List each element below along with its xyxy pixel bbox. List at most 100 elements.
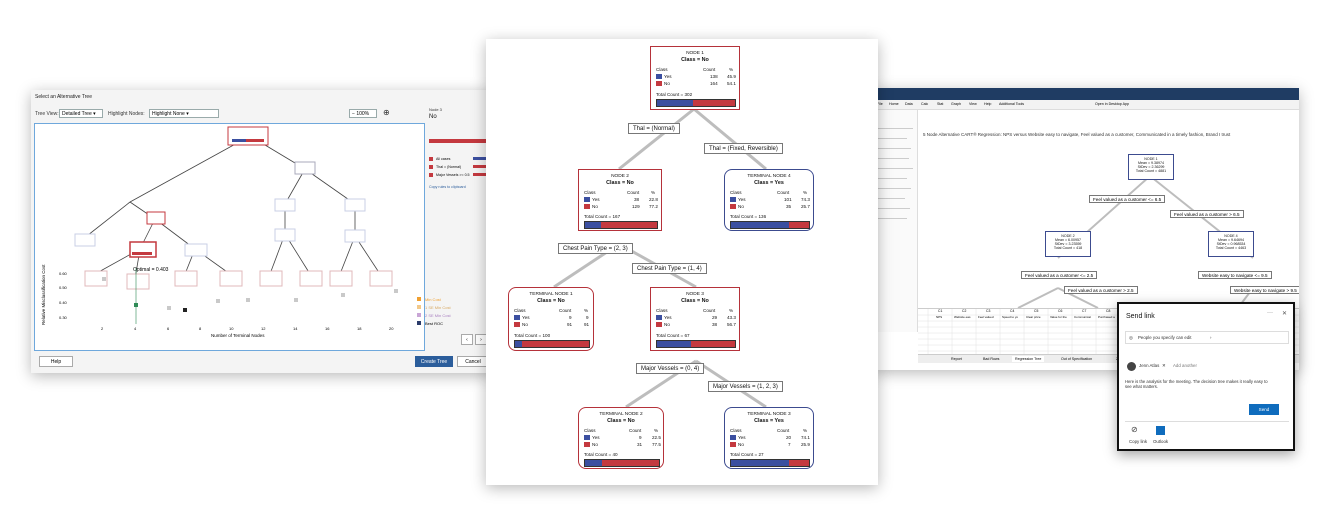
row-yes-count: 29 [712, 315, 718, 320]
remove-recipient-icon[interactable]: ✕ [1162, 363, 1166, 368]
menu-data[interactable]: Data [905, 102, 913, 106]
permission-selector[interactable]: ◎ People you specify can edit › [1125, 331, 1289, 344]
tree-view-select[interactable]: Detailed Tree ▾ [59, 109, 103, 118]
close-icon[interactable]: ✕ [1282, 311, 1288, 317]
col-pct: % [729, 308, 734, 313]
split-major-vessels-04[interactable]: Major Vessels = (0, 4) [636, 363, 705, 374]
row-no-label: No [522, 322, 528, 327]
node-id: NODE 1 [1144, 157, 1158, 161]
col-c6[interactable]: C6 [1058, 309, 1063, 313]
open-desktop-app[interactable]: Open in Desktop App [1095, 102, 1129, 106]
menu-file[interactable]: File [877, 102, 883, 106]
menu-view[interactable]: View [969, 102, 977, 106]
tab-bad-rows[interactable]: Bad Rows [983, 357, 1000, 361]
tab-regression-tree[interactable]: Regression Tree [1012, 356, 1045, 362]
col-c8[interactable]: C8 [1106, 309, 1111, 313]
outlook-icon[interactable] [1156, 426, 1165, 435]
reg-split-feel-le-65[interactable]: Feel valued as a customer <= 6.5 [1089, 195, 1166, 203]
row-yes-count: 101 [784, 197, 792, 202]
reg-split-web-gt-95[interactable]: Website easy to navigate > 9.5 [1230, 286, 1299, 294]
row-no-label: No [664, 81, 670, 86]
row-yes-count: 9 [569, 315, 572, 320]
navigator-panel [873, 110, 918, 332]
message-box[interactable]: Here is the analysis for the meeting. Th… [1125, 377, 1289, 399]
prev-button[interactable]: ‹ [461, 334, 473, 345]
terminal-node-3[interactable]: TERMINAL NODE 3 Class = Yes Class Count … [724, 407, 814, 469]
terminal-node-4[interactable]: TERMINAL NODE 4 Class = Yes Class Count … [724, 169, 814, 231]
reg-node-1[interactable]: NODE 1 Mean = 9.38974 StDev = 2.36299 To… [1128, 154, 1174, 180]
menu-graph[interactable]: Graph [951, 102, 961, 106]
send-button[interactable]: Send [1249, 404, 1279, 415]
node-id: NODE 2 [611, 174, 629, 179]
recipient-row[interactable]: Jenn Atlas ✕ Add another [1125, 361, 1289, 372]
side-panel-bar [429, 139, 496, 143]
reg-split-feel-gt-25[interactable]: Feel valued as a customer > 2.5 [1064, 286, 1138, 294]
menu-calc[interactable]: Calc [921, 102, 929, 106]
highlight-select[interactable]: Highlight None ▾ [149, 109, 219, 118]
tab-out-of-spec[interactable]: Out of Specification [1061, 357, 1093, 361]
link-icon[interactable]: ⊘ [1131, 425, 1138, 434]
col-c5[interactable]: C5 [1034, 309, 1039, 313]
col-c1[interactable]: C1 [938, 309, 943, 313]
create-tree-button[interactable]: Create Tree [415, 356, 453, 367]
zoom-in-icon[interactable]: ⊕ [383, 108, 390, 117]
add-another-input[interactable]: Add another [1173, 363, 1197, 368]
split-chest-pain-14[interactable]: Chest Pain Type = (1, 4) [632, 263, 707, 274]
row-yes-label: Yes [592, 197, 600, 202]
terminal-node-1[interactable]: TERMINAL NODE 1 Class = No Class Count %… [508, 287, 594, 351]
help-button[interactable]: Help [39, 356, 73, 367]
colname-8: Purchased a [1098, 315, 1115, 319]
more-icon[interactable]: ··· [1267, 310, 1273, 316]
class-bar [730, 459, 810, 467]
legend-2se: 2 SE Min Cost [425, 313, 451, 318]
tree-overview[interactable] [34, 123, 425, 351]
split-chest-pain-23[interactable]: Chest Pain Type = (2, 3) [558, 243, 633, 254]
row-yes-label: Yes [738, 197, 746, 202]
tree-view-label: Tree View: [35, 111, 59, 117]
row-no-pct: 77.5 [652, 442, 661, 447]
copy-rules-link[interactable]: Copy rules to clipboard [429, 185, 466, 189]
cancel-button[interactable]: Cancel [457, 356, 489, 367]
col-c7[interactable]: C7 [1082, 309, 1087, 313]
menu-home[interactable]: Home [889, 102, 899, 106]
col-c3[interactable]: C3 [986, 309, 991, 313]
send-link-dialog: Send link ··· ✕ ◎ People you specify can… [1117, 302, 1295, 451]
tab-report[interactable]: Report [951, 357, 962, 361]
node-1[interactable]: NODE 1 Class = No Class Count % Yes 138 … [650, 46, 740, 110]
menu-additional-tools[interactable]: Additional Tools [999, 102, 1025, 106]
xtick-6: 6 [167, 326, 170, 331]
window-title: Select an Alternative Tree [35, 94, 92, 100]
reg-node-2[interactable]: NODE 2 Mean = 6.00957 StDev = 3.23559 To… [1045, 231, 1091, 257]
node-id: TERMINAL NODE 2 [599, 412, 643, 417]
reg-split-feel-le-25[interactable]: Feel valued as a customer <= 2.5 [1021, 271, 1098, 279]
row-yes-pct: 22.5 [652, 435, 661, 440]
yes-swatch [656, 74, 662, 79]
col-count: Count [703, 67, 716, 72]
split-thal-normal[interactable]: Thal = (Normal) [628, 123, 680, 134]
node-class: Class = No [681, 57, 709, 63]
menu-stat[interactable]: Stat [937, 102, 944, 106]
reg-node-4[interactable]: NODE 4 Mean = 9.64694 StDev = 0.968534 T… [1208, 231, 1254, 257]
row-yes-label: Yes [664, 74, 672, 79]
split-major-vessels-123[interactable]: Major Vessels = (1, 2, 3) [708, 381, 783, 392]
col-c4[interactable]: C4 [1010, 309, 1015, 313]
col-class: Class [584, 428, 596, 433]
globe-icon: ◎ [1129, 335, 1133, 340]
class-bar [514, 340, 590, 348]
zoom-select[interactable]: − 100% [349, 109, 377, 118]
menu-help[interactable]: Help [984, 102, 992, 106]
row-no-pct: 54.1 [727, 81, 736, 86]
node-total: Total Count = 40 [584, 452, 618, 457]
side-panel-class: No [429, 114, 437, 120]
split-thal-fixed[interactable]: Thal = (Fixed, Reversible) [704, 143, 783, 154]
node-2[interactable]: NODE 2 Class = No Class Count % Yes 38 2… [578, 169, 662, 231]
terminal-node-2[interactable]: TERMINAL NODE 2 Class = No Class Count %… [578, 407, 664, 469]
node-3[interactable]: NODE 3 Class = No Class Count % Yes 29 4… [650, 287, 740, 351]
zoom-value: 100% [356, 111, 370, 117]
xtick-2: 2 [101, 326, 104, 331]
col-c2[interactable]: C2 [962, 309, 967, 313]
reg-split-web-le-95[interactable]: Website easy to navigate <= 9.5 [1198, 271, 1272, 279]
row-no-pct: 56.7 [727, 322, 736, 327]
reg-split-feel-gt-65[interactable]: Feel valued as a customer > 6.5 [1170, 210, 1244, 218]
xtick-20: 20 [389, 326, 394, 331]
